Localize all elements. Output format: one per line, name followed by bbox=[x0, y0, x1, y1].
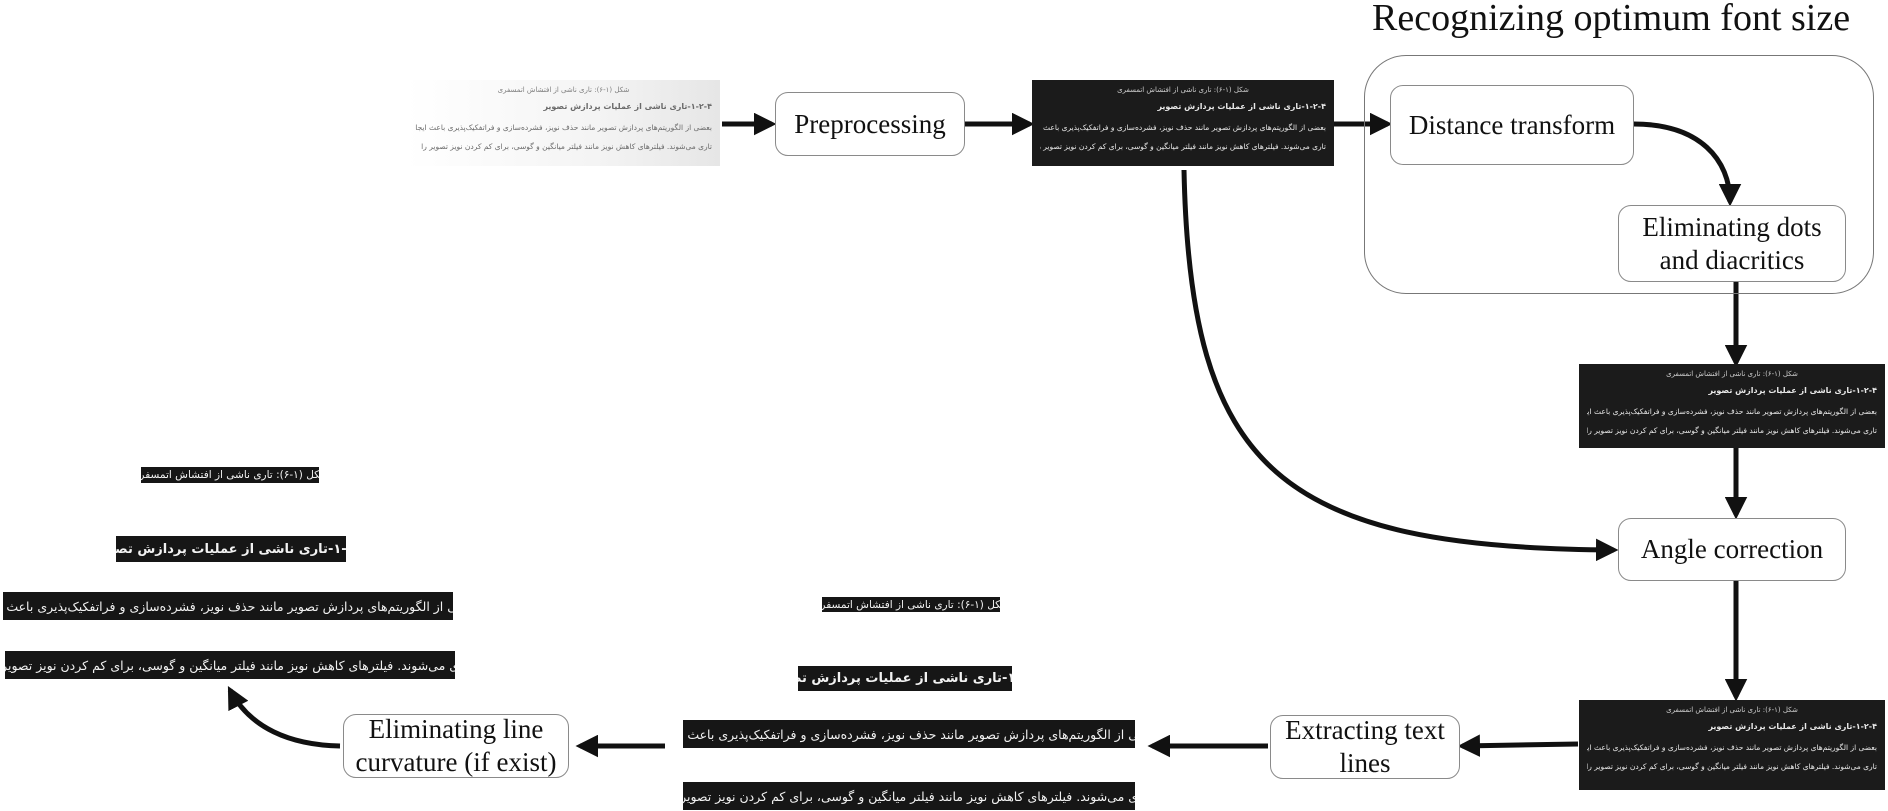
image-heading: ۱-۲-۴-تاری ناشی از عملیات پردازش تصویر bbox=[1708, 386, 1877, 395]
image-heading: ۱-۲-۴-تاری ناشی از عملیات پردازش تصویر bbox=[1157, 102, 1326, 111]
image-line: بعضی از الگوریتم‌های پردازش تصویر مانند … bbox=[1587, 743, 1877, 752]
node-label-line: Eliminating dots bbox=[1642, 211, 1822, 242]
arrow-curvature-to-output bbox=[227, 686, 341, 749]
eliminating-curvature-node: Eliminating line curvature (if exist) bbox=[343, 714, 569, 778]
image-line: تاری می‌شوند. فیلترهای کاهش نویز مانند ف… bbox=[421, 142, 712, 151]
distance-transform-node: Distance transform bbox=[1390, 85, 1634, 165]
output-line-strip: تاری می‌شوند. فیلترهای کاهش نویز مانند ف… bbox=[5, 651, 455, 679]
dots-removed-image: شکل (۱-۶): تاری ناشی از افتشاش اتمسفری ۱… bbox=[1579, 364, 1885, 448]
extracted-line-strip: تاری می‌شوند. فیلترهای کاهش نویز مانند ف… bbox=[683, 782, 1135, 810]
output-line-strip: بعضی از الگوریتم‌های پردازش تصویر مانند … bbox=[3, 592, 453, 620]
node-label: Distance transform bbox=[1408, 109, 1616, 140]
arrow-image-to-extracting-lines bbox=[1457, 734, 1579, 757]
font-size-group-box bbox=[1364, 55, 1874, 294]
image-line: تاری می‌شوند. فیلترهای کاهش نویز مانند ف… bbox=[1040, 142, 1326, 151]
image-caption: شکل (۱-۶): تاری ناشی از افتشاش اتمسفری bbox=[1666, 706, 1798, 714]
image-line: تاری می‌شوند. فیلترهای کاهش نویز مانند ف… bbox=[1587, 762, 1877, 771]
node-label-line: curvature (if exist) bbox=[355, 747, 557, 777]
group-title: Recognizing optimum font size bbox=[1372, 0, 1851, 39]
angle-corrected-image: شکل (۱-۶): تاری ناشی از افتشاش اتمسفری ۱… bbox=[1579, 700, 1885, 790]
binarized-document-image: شکل (۱-۶): تاری ناشی از افتشاش اتمسفری ۱… bbox=[1032, 80, 1334, 166]
image-caption: شکل (۱-۶): تاری ناشی از افتشاش اتمسفری bbox=[1666, 370, 1798, 378]
input-document-image: شکل (۱-۶): تاری ناشی از افتشاش اتمسفری ۱… bbox=[407, 80, 720, 166]
node-label-line: Extracting text bbox=[1285, 715, 1445, 745]
output-heading-strip: ۱-۲-۴-تاری ناشی از عملیات پردازش تصویر bbox=[116, 536, 346, 562]
image-line: بعضی از الگوریتم‌های پردازش تصویر مانند … bbox=[415, 123, 712, 132]
image-line: بعضی از الگوریتم‌های پردازش تصویر مانند … bbox=[1040, 123, 1326, 132]
node-label-line: lines bbox=[1339, 748, 1391, 778]
extracting-text-lines-node: Extracting text lines bbox=[1270, 715, 1460, 779]
output-caption-strip: شکل (۱-۶): تاری ناشی از افتشاش اتمسفری bbox=[141, 467, 319, 483]
image-caption: شکل (۱-۶): تاری ناشی از افتشاش اتمسفری bbox=[497, 86, 630, 94]
node-label: Angle correction bbox=[1640, 534, 1824, 564]
eliminating-dots-node: Eliminating dots and diacritics bbox=[1618, 205, 1846, 282]
node-label-line: Eliminating line bbox=[368, 714, 544, 744]
node-label: Preprocessing bbox=[794, 108, 946, 139]
preprocessing-node: Preprocessing bbox=[775, 92, 965, 156]
extracted-line-strip: بعضی از الگوریتم‌های پردازش تصویر مانند … bbox=[683, 720, 1135, 748]
extracted-caption-strip: شکل (۱-۶): تاری ناشی از افتشاش اتمسفری bbox=[822, 597, 1000, 612]
image-caption: شکل (۱-۶): تاری ناشی از افتشاش اتمسفری bbox=[1117, 86, 1249, 94]
extracted-heading-strip: ۱-۲-۴-تاری ناشی از عملیات پردازش تصویر bbox=[798, 666, 1012, 691]
angle-correction-node: Angle correction bbox=[1618, 518, 1846, 581]
image-line: تاری می‌شوند. فیلترهای کاهش نویز مانند ف… bbox=[1587, 426, 1877, 435]
image-heading: ۱-۲-۴-تاری ناشی از عملیات پردازش تصویر bbox=[543, 102, 712, 111]
image-heading: ۱-۲-۴-تاری ناشی از عملیات پردازش تصویر bbox=[1708, 722, 1877, 731]
image-line: بعضی از الگوریتم‌های پردازش تصویر مانند … bbox=[1587, 407, 1877, 416]
node-label-line: and diacritics bbox=[1659, 244, 1805, 275]
